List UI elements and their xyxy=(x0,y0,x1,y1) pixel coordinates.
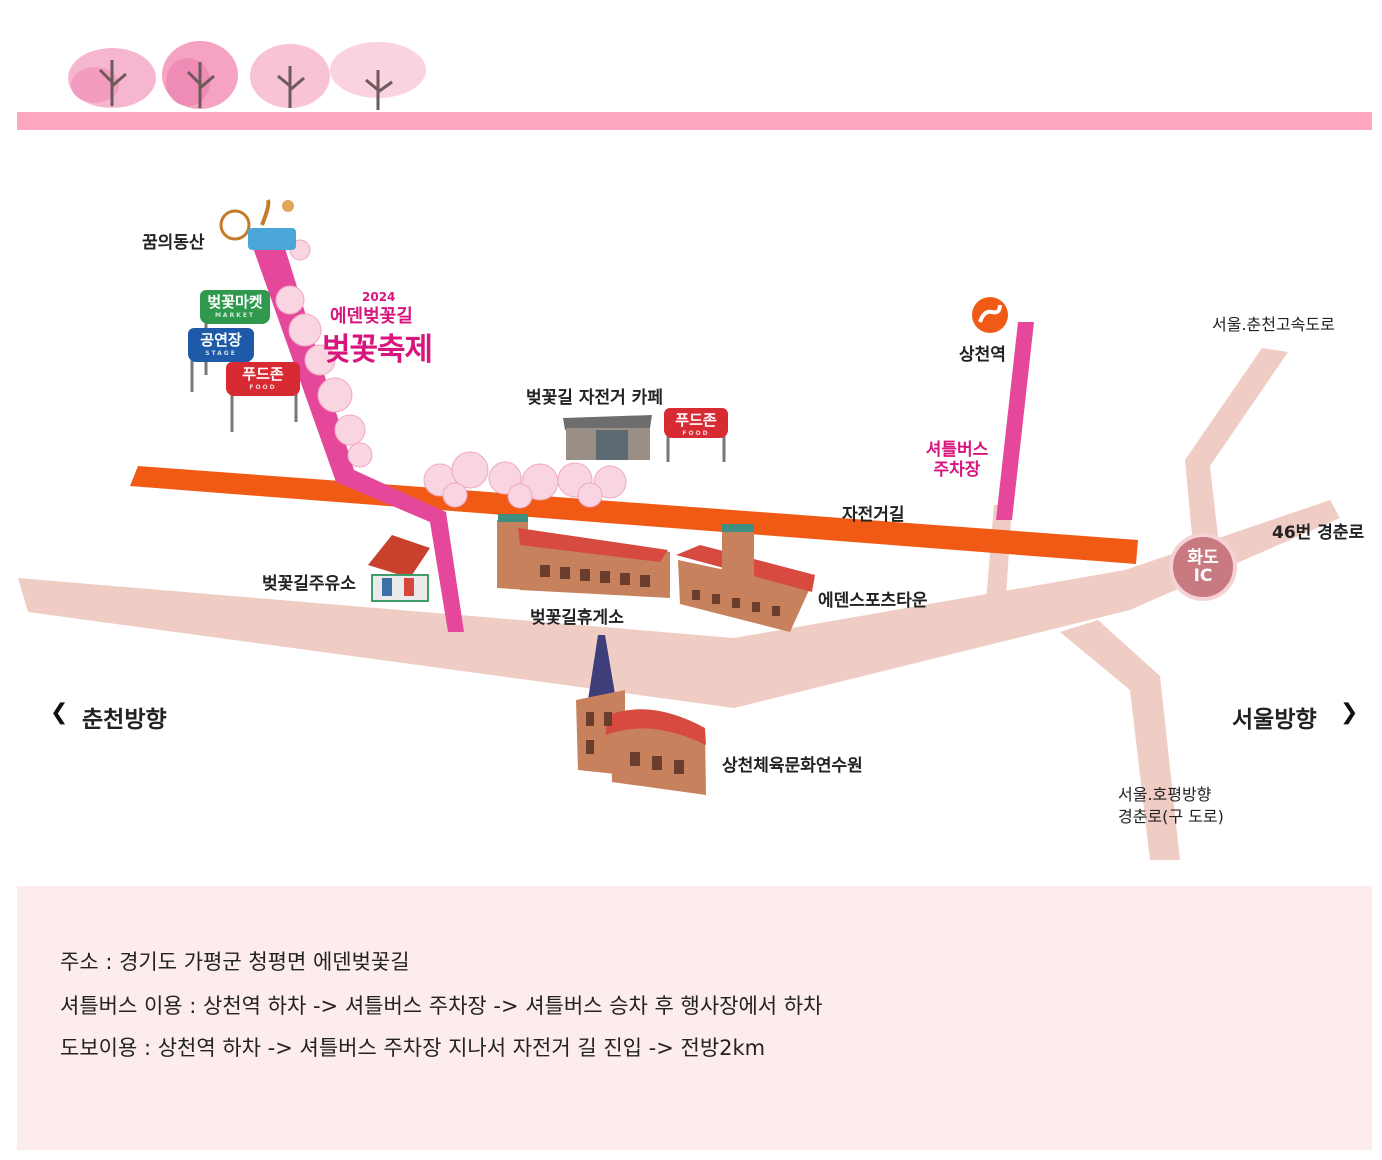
gas-station-building xyxy=(368,535,430,602)
festival-title-line2: 벚꽃축제 xyxy=(322,332,433,368)
address-line: 주소 : 경기도 가평군 청평면 에덴벚꽃길 xyxy=(60,950,410,974)
food-zone-2-sign: 푸드존 FOOD xyxy=(664,408,728,438)
direction-left-label: 춘천방향 xyxy=(82,707,167,733)
stage-sign-label: 공연장 xyxy=(200,331,242,349)
gas-station-label: 벚꽃길주유소 xyxy=(262,574,356,594)
market-sign: 벚꽃마켓 MARKET xyxy=(200,290,270,324)
header-bar xyxy=(17,112,1372,130)
shuttle-parking-label: 셔틀버스 주차장 xyxy=(922,440,992,480)
info-box: 주소 : 경기도 가평군 청평면 에덴벚꽃길 셔틀버스 이용 : 상천역 하차 … xyxy=(17,886,1372,1150)
stage-sign: 공연장 STAGE xyxy=(188,328,254,362)
old-road-label: 서울.호평방향 경춘로(구 도로) xyxy=(1118,784,1224,828)
food-zone-sign-sub: FOOD xyxy=(249,384,277,391)
festival-title-line1: 에덴벚꽃길 xyxy=(330,306,413,327)
market-sign-label: 벚꽃마켓 xyxy=(207,293,263,311)
food-zone-sign-label: 푸드존 xyxy=(242,365,284,383)
bike-cafe-label: 벚꽃길 자전거 카페 xyxy=(526,388,663,408)
sports-town-label: 에덴스포츠타운 xyxy=(818,591,928,611)
old-road-line1: 서울.호평방향 xyxy=(1118,785,1212,804)
dream-hill-label: 꿈의동산 xyxy=(142,233,205,253)
shuttle-parking-line2: 주차장 xyxy=(933,460,981,480)
ic-label: 화도 IC xyxy=(1173,549,1233,585)
ic-badge xyxy=(1169,533,1237,601)
left-arrow-icon: ❮ xyxy=(50,700,69,725)
rest-area-label: 벚꽃길휴게소 xyxy=(530,608,624,628)
food-zone-2-sign-sub: FOOD xyxy=(682,430,710,437)
cherry-blossoms xyxy=(275,239,627,509)
training-center-label: 상천체육문화연수원 xyxy=(722,756,863,776)
route46-label: 46번 경춘로 xyxy=(1272,523,1365,543)
food-zone-2-sign-label: 푸드존 xyxy=(675,411,717,429)
walk-line: 도보이용 : 상천역 하차 -> 셔틀버스 주차장 지나서 자전거 길 진입 -… xyxy=(60,1036,766,1060)
station-link-road xyxy=(996,322,1034,520)
dream-hill-rides xyxy=(219,199,296,250)
bike-road-label: 자전거길 xyxy=(842,505,905,525)
bike-cafe-building xyxy=(563,415,652,460)
food-zone-sign: 푸드존 FOOD xyxy=(226,362,300,396)
right-arrow-icon: ❯ xyxy=(1340,700,1359,725)
ic-label-line1: 화도 xyxy=(1187,548,1219,568)
sports-town-building xyxy=(676,524,815,632)
station-logo-icon xyxy=(972,297,1008,333)
training-center-building xyxy=(576,635,706,795)
shuttle-parking-line1: 셔틀버스 xyxy=(925,440,989,460)
festival-year: 2024 xyxy=(362,290,396,304)
old-road-line2: 경춘로(구 도로) xyxy=(1118,807,1224,826)
direction-right-label: 서울방향 xyxy=(1232,707,1317,733)
shuttle-line: 셔틀버스 이용 : 상천역 하차 -> 셔틀버스 주차장 -> 셔틀버스 승차 … xyxy=(60,994,823,1018)
highway-label: 서울.춘천고속도로 xyxy=(1212,315,1335,334)
stage-sign-sub: STAGE xyxy=(205,350,237,357)
rest-area-building xyxy=(497,514,670,598)
ic-label-line2: IC xyxy=(1193,566,1213,586)
station-label: 상천역 xyxy=(959,345,1006,365)
header-cherry-trees xyxy=(68,41,426,110)
market-sign-sub: MARKET xyxy=(214,312,256,319)
